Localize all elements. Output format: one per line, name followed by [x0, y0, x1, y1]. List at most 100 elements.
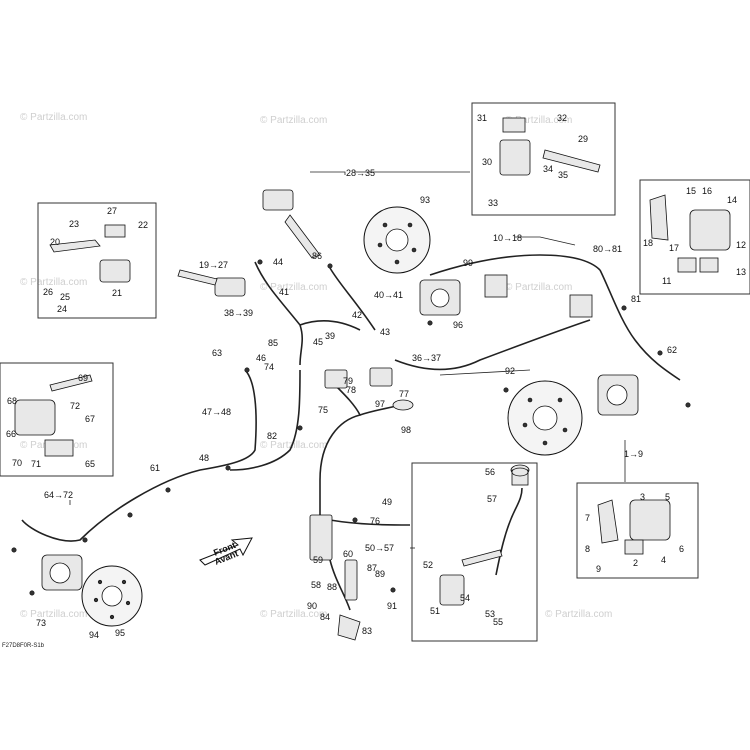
- callout-label: 96: [453, 320, 463, 330]
- callout-label: 46: [256, 353, 266, 363]
- callout-label: 40→41: [374, 290, 403, 300]
- callout-label: 77: [399, 389, 409, 399]
- callout-label: 93: [420, 195, 430, 205]
- callout-label: 45: [313, 337, 323, 347]
- callout-label: 91: [387, 601, 397, 611]
- callout-label: 4: [661, 555, 666, 565]
- inset-box-master-cylinder-left: [37, 202, 157, 319]
- inset-bottom-caliper-contents: [597, 499, 671, 555]
- callout-label: 22: [138, 220, 148, 230]
- callout-label: 41: [279, 287, 289, 297]
- watermark: © Partzilla.com: [505, 282, 572, 293]
- callout-label: 56: [485, 467, 495, 477]
- brake-disc-bottom-left: [81, 565, 143, 627]
- fastener-dots: [11, 259, 691, 596]
- inset-box-caliper-left: [0, 362, 114, 477]
- callout-label: 95: [115, 628, 125, 638]
- callout-label: 74: [264, 362, 274, 372]
- callout-label: 43: [380, 327, 390, 337]
- caliper-right: [597, 374, 639, 416]
- inset-box-master-cylinder-top: [471, 102, 616, 216]
- inset-right-caliper-contents: [649, 194, 731, 273]
- callout-label: 24: [57, 304, 67, 314]
- callout-label: 70: [12, 458, 22, 468]
- callout-label: 68: [7, 396, 17, 406]
- brake-disc-top: [363, 206, 431, 274]
- callout-label: 1→9: [624, 449, 643, 459]
- callout-label: 73: [36, 618, 46, 628]
- callout-label: 65: [85, 459, 95, 469]
- callout-label: 38→39: [224, 308, 253, 318]
- callout-label: 55: [493, 617, 503, 627]
- callout-label: 32: [557, 113, 567, 123]
- callout-label: 66: [6, 429, 16, 439]
- callout-label: 19→27: [199, 260, 228, 270]
- callout-label: 7: [585, 513, 590, 523]
- callout-label: 23: [69, 219, 79, 229]
- callout-label: 64→72: [44, 490, 73, 500]
- callout-label: 57: [487, 494, 497, 504]
- callout-label: 98: [401, 425, 411, 435]
- callout-label: 92: [505, 366, 515, 376]
- callout-label: 69: [78, 373, 88, 383]
- inset-left-caliper-contents: [14, 374, 93, 457]
- callout-label: 21: [112, 288, 122, 298]
- inset-box-caliper-bottom: [576, 482, 699, 579]
- callout-label: 49: [382, 497, 392, 507]
- callout-label: 28→35: [346, 168, 375, 178]
- callout-label: 50→57: [365, 543, 394, 553]
- callout-label: 8: [585, 544, 590, 554]
- callout-label: 30: [482, 157, 492, 167]
- callout-label: 90: [307, 601, 317, 611]
- callout-label: 67: [85, 414, 95, 424]
- callout-label: 89: [375, 569, 385, 579]
- callout-label: 42: [352, 310, 362, 320]
- callout-label: 78: [346, 385, 356, 395]
- callout-label: 53: [485, 609, 495, 619]
- callout-label: 48: [199, 453, 209, 463]
- callout-label: 86: [312, 251, 322, 261]
- callout-label: 33: [488, 198, 498, 208]
- callout-label: 54: [460, 593, 470, 603]
- callout-label: 84: [320, 612, 330, 622]
- callout-label: 39: [325, 331, 335, 341]
- callout-label: 97: [375, 399, 385, 409]
- callout-label: 47→48: [202, 407, 231, 417]
- callout-label: 14: [727, 195, 737, 205]
- callout-labels: 1→9 2 3 4 5 6 7 8 9 10→18 11 12 13 14 15…: [6, 113, 746, 640]
- callout-label: 12: [736, 240, 746, 250]
- callout-label: 61: [150, 463, 160, 473]
- callout-label: 58: [311, 580, 321, 590]
- watermark: © Partzilla.com: [505, 115, 572, 126]
- callout-label: 99: [463, 258, 473, 268]
- callout-label: 81: [631, 294, 641, 304]
- callout-label: 31: [477, 113, 487, 123]
- callout-label: 59: [313, 555, 323, 565]
- callout-label: 88: [327, 582, 337, 592]
- inset-box-foot-master: [411, 462, 538, 642]
- leader-lines: [69, 171, 626, 549]
- callout-label: 27: [107, 206, 117, 216]
- callout-label: 9: [596, 564, 601, 574]
- callout-label: 72: [70, 401, 80, 411]
- callout-label: 10→18: [493, 233, 522, 243]
- callout-label: 94: [89, 630, 99, 640]
- callout-label: 5: [665, 492, 670, 502]
- callout-label: 79: [343, 376, 353, 386]
- callout-label: 36→37: [412, 353, 441, 363]
- callout-label: 60: [343, 549, 353, 559]
- inset-left-master-contents: [49, 224, 131, 283]
- brake-pedal: [337, 559, 361, 641]
- callout-label: 3: [640, 492, 645, 502]
- watermark: © Partzilla.com: [20, 277, 87, 288]
- reference-code: F27D8F0R-S1b: [2, 643, 45, 649]
- caliper-left: [41, 554, 83, 591]
- callout-label: 6: [679, 544, 684, 554]
- caliper-top: [419, 274, 593, 318]
- callout-label: 76: [370, 516, 380, 526]
- callout-label: 11: [662, 276, 671, 286]
- callout-label: 29: [578, 134, 588, 144]
- callout-label: 15: [686, 186, 696, 196]
- callout-label: 2: [633, 558, 638, 568]
